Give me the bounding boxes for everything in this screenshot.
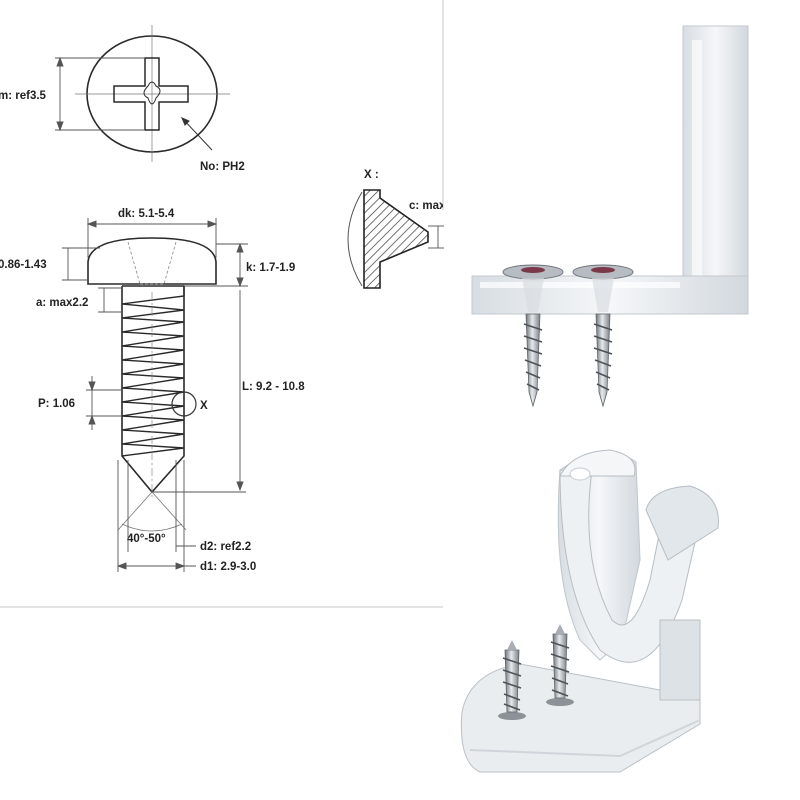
head-m-dimension xyxy=(55,56,145,132)
d1-label: d1: 2.9-3.0 xyxy=(200,561,256,573)
screw-side-view xyxy=(87,237,217,500)
d1-dimension xyxy=(116,460,196,572)
length-dimension xyxy=(152,285,246,493)
bracket-photo xyxy=(471,25,749,408)
drive-label: No: PH2 xyxy=(200,161,245,173)
thread-detail xyxy=(347,189,444,289)
head-top-view xyxy=(75,25,230,162)
dk-dimension xyxy=(86,218,218,258)
drive-leader xyxy=(181,117,213,151)
head-r-label: 0.86-1.43 xyxy=(0,259,47,271)
a-label: a: max2.2 xyxy=(36,297,88,309)
clip-photo xyxy=(460,449,719,773)
detail-marker-label: X xyxy=(200,400,208,412)
head-m-label: m: ref3.5 xyxy=(0,90,47,102)
pitch-label: P: 1.06 xyxy=(38,398,75,410)
d2-dimension xyxy=(127,460,196,552)
length-label: L: 9.2 - 10.8 xyxy=(242,381,305,393)
detail-c-label: c: max0.1 xyxy=(409,200,462,212)
dk-label: dk: 5.1-5.4 xyxy=(118,208,175,220)
a-dimension xyxy=(98,287,122,313)
d2-label: d2: ref2.2 xyxy=(200,541,251,553)
pitch-dimension xyxy=(86,376,122,430)
detail-circle xyxy=(171,391,197,417)
head-r-dimension xyxy=(62,247,100,281)
k-label: k: 1.7-1.9 xyxy=(246,262,295,274)
detail-c-clip: c: max0.1 xyxy=(409,200,462,212)
k-dimension xyxy=(216,242,248,288)
angle-label: 40°-50° xyxy=(127,533,166,545)
detail-x-title: X : xyxy=(364,169,379,181)
